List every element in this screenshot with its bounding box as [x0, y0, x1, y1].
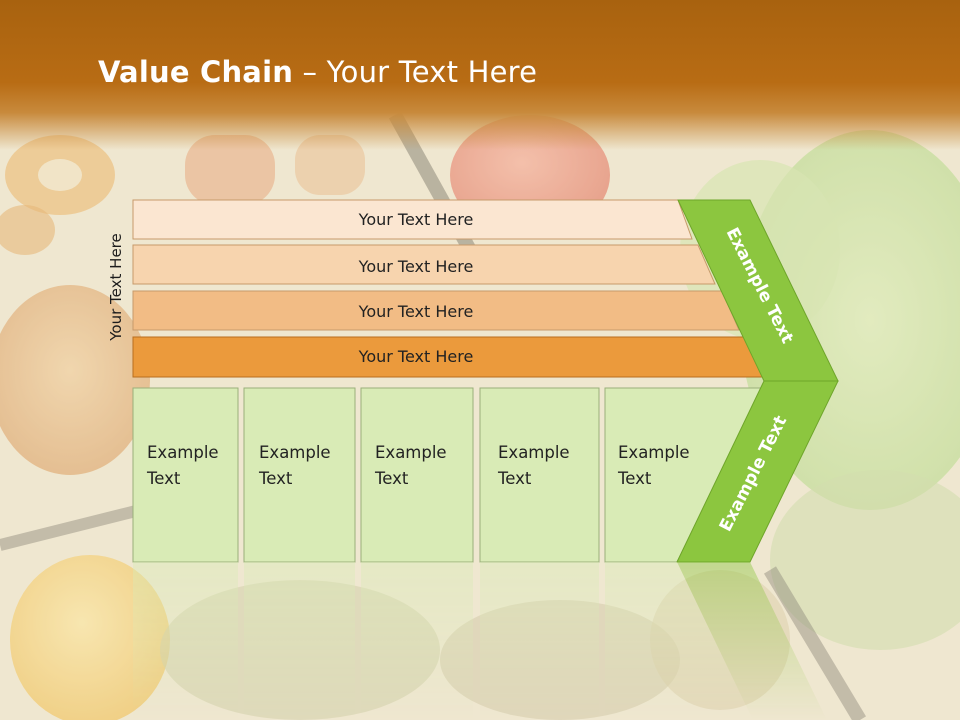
primary-box-line2: Text: [497, 469, 532, 488]
margin-chevron[interactable]: Example Text Example Text: [676, 199, 839, 563]
support-row-label: Your Text Here: [358, 347, 474, 366]
primary-box-line2: Text: [617, 469, 652, 488]
primary-box-line2: Text: [146, 469, 181, 488]
support-row-bar: [132, 290, 740, 331]
primary-box-line2: Text: [374, 469, 409, 488]
primary-box[interactable]: Example Text: [243, 387, 356, 563]
support-row-bar: [132, 244, 716, 285]
primary-box-rect: [132, 387, 239, 563]
primary-box-rect: [479, 387, 600, 563]
support-row-label: Your Text Here: [358, 210, 474, 229]
primary-box[interactable]: Example Text: [360, 387, 474, 563]
primary-box-rect: [360, 387, 474, 563]
primary-box-line1: Example: [147, 443, 219, 462]
support-row[interactable]: Your Text Here: [132, 244, 716, 285]
reflection: [133, 562, 827, 720]
primary-box[interactable]: Example Text: [479, 387, 600, 563]
primary-box-rect: [243, 387, 356, 563]
primary-box-line1: Example: [259, 443, 331, 462]
header-band: [0, 0, 960, 150]
support-row-label: Your Text Here: [358, 257, 474, 276]
primary-box-line1: Example: [498, 443, 570, 462]
support-row-label: Your Text Here: [358, 302, 474, 321]
support-activities: Your Text Here Your Text Here Your Text …: [132, 199, 764, 378]
primary-box-line1: Example: [375, 443, 447, 462]
title-bold: Value Chain: [98, 55, 294, 89]
primary-box-line2: Text: [258, 469, 293, 488]
primary-box-line1: Example: [618, 443, 690, 462]
primary-box[interactable]: Example Text: [132, 387, 239, 563]
support-row-bar: [132, 199, 693, 240]
support-row[interactable]: Your Text Here: [132, 199, 693, 240]
title-rest: – Your Text Here: [293, 55, 538, 89]
slide-title[interactable]: Value Chain – Your Text Here: [98, 55, 537, 89]
support-row[interactable]: Your Text Here: [132, 290, 740, 331]
primary-activities: Example Text Example Text Example Text E…: [132, 387, 763, 563]
support-row[interactable]: Your Text Here: [132, 336, 764, 378]
